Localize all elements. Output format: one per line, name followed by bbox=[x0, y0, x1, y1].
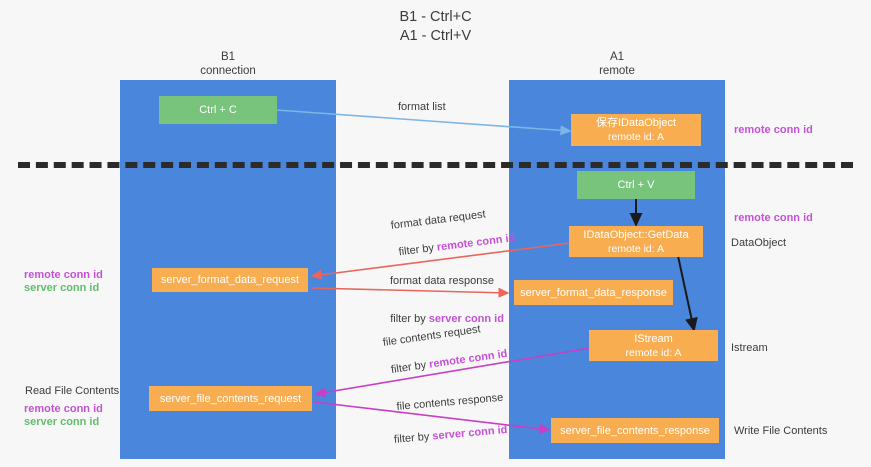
page-title-line2: A1 - Ctrl+V bbox=[399, 28, 472, 44]
box-ctrl-v[interactable]: Ctrl + V bbox=[577, 171, 695, 199]
edge-label-filter-by-server-conn-id-2: filter by server conn id bbox=[380, 409, 509, 462]
box-server-file-contents-response-label: server_file_contents_response bbox=[560, 424, 710, 437]
side-label-remote-conn-id-top: remote conn id bbox=[734, 124, 813, 136]
column-header-b1-sub: connection bbox=[200, 65, 256, 77]
side-label-write-file-contents: Write File Contents bbox=[734, 425, 828, 437]
phase-divider bbox=[18, 162, 853, 168]
side-label-server-conn-id-left-2: server conn id bbox=[24, 416, 100, 428]
filter-key-server-conn-id-2: server conn id bbox=[431, 423, 508, 443]
filter-key-remote-conn-id-2: remote conn id bbox=[428, 347, 509, 371]
filter-prefix-2: filter by bbox=[390, 313, 429, 325]
box-server-format-data-response[interactable]: server_format_data_response bbox=[514, 280, 673, 305]
side-label-istream: Istream bbox=[731, 342, 768, 354]
box-server-file-contents-request-label: server_file_contents_request bbox=[159, 392, 302, 405]
side-label-remote-conn-id-left-2: remote conn id bbox=[24, 403, 103, 415]
box-server-format-data-request[interactable]: server_format_data_request bbox=[152, 268, 308, 292]
box-save-idataobject[interactable]: 保存IDataObject remote id: A bbox=[571, 114, 701, 146]
box-ctrl-v-label: Ctrl + V bbox=[617, 179, 655, 191]
filter-prefix-3: filter by bbox=[390, 358, 431, 377]
column-header-a1-sub: remote bbox=[599, 65, 635, 77]
page-title-line1: B1 - Ctrl+C bbox=[399, 9, 472, 25]
side-label-remote-conn-id-mid: remote conn id bbox=[734, 212, 813, 224]
edge-label-format-data-response: format data response bbox=[390, 275, 494, 287]
side-label-dataobject: DataObject bbox=[731, 237, 787, 249]
column-header-b1-name: B1 bbox=[220, 51, 236, 63]
box-server-format-data-request-label: server_format_data_request bbox=[160, 274, 300, 286]
edge-label-filter-by-server-conn-id-1: filter by server conn id bbox=[378, 298, 504, 340]
column-header-a1-name: A1 bbox=[609, 51, 625, 63]
edge-label-format-list: format list bbox=[398, 101, 446, 113]
box-server-file-contents-response[interactable]: server_file_contents_response bbox=[551, 418, 719, 443]
box-server-file-contents-request[interactable]: server_file_contents_request bbox=[149, 386, 312, 411]
box-save-idataobject-line2: remote id: A bbox=[607, 131, 665, 143]
box-ctrl-c-label: Ctrl + C bbox=[199, 104, 237, 116]
side-label-read-file-contents: Read File Contents bbox=[25, 385, 120, 397]
box-server-format-data-response-label: server_format_data_response bbox=[520, 286, 667, 299]
side-label-remote-conn-id-left-1: remote conn id bbox=[24, 269, 103, 281]
side-label-server-conn-id-left-1: server conn id bbox=[24, 282, 100, 294]
box-ctrl-c[interactable]: Ctrl + C bbox=[159, 96, 277, 124]
filter-key-server-conn-id-1: server conn id bbox=[428, 313, 504, 325]
box-istream[interactable]: IStream remote id: A bbox=[589, 330, 718, 361]
filter-key-remote-conn-id-1: remote conn id bbox=[436, 232, 516, 254]
box-getdata-line2: remote id: A bbox=[607, 242, 665, 255]
box-istream-line1: IStream bbox=[634, 332, 673, 345]
box-save-idataobject-line1: 保存IDataObject bbox=[595, 117, 677, 129]
filter-prefix-4: filter by bbox=[393, 430, 433, 446]
box-getdata-line1: IDataObject::GetData bbox=[583, 228, 689, 241]
filter-prefix-1: filter by bbox=[397, 241, 438, 259]
box-istream-line2: remote id: A bbox=[625, 346, 682, 359]
box-idataobject-getdata[interactable]: IDataObject::GetData remote id: A bbox=[569, 226, 703, 257]
